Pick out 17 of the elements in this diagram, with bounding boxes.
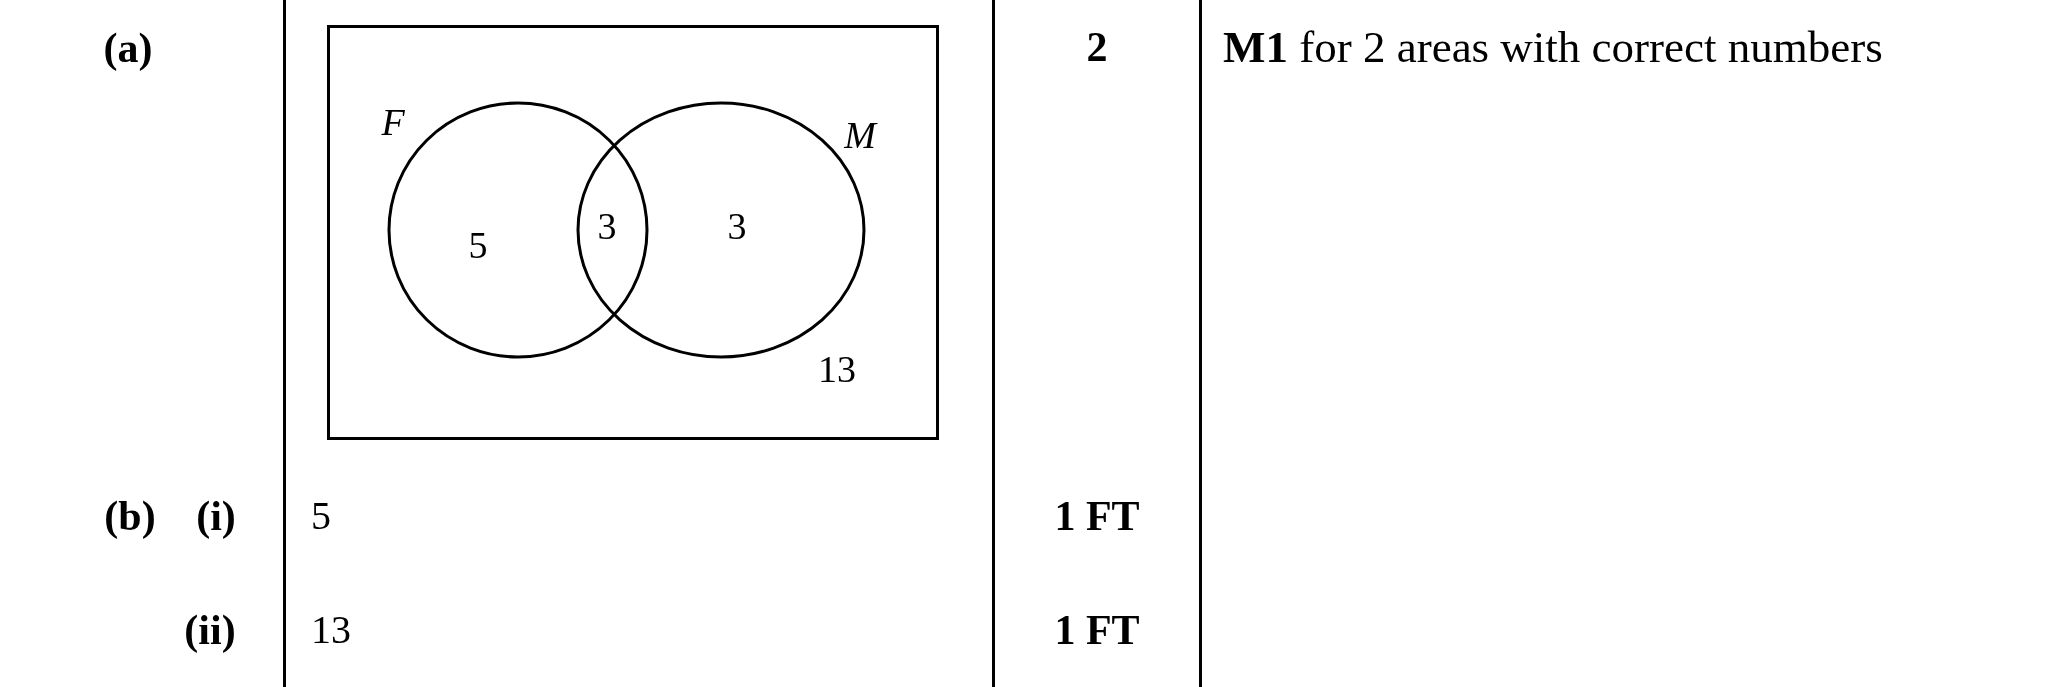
set-label: F xyxy=(381,103,405,141)
answer-value: 5 xyxy=(311,496,331,536)
mark-value: 2 xyxy=(1086,26,1108,68)
mark-value: 1 FT xyxy=(1054,609,1140,651)
region-count: 13 xyxy=(818,350,856,388)
part-label: (a) xyxy=(103,27,153,69)
region-count: 3 xyxy=(727,207,747,245)
mark-value: 1 FT xyxy=(1054,495,1140,537)
answer-value: 13 xyxy=(311,610,351,650)
region-count: 5 xyxy=(468,226,488,264)
universal-set-rectangle xyxy=(327,25,939,440)
part-label: (i) xyxy=(196,495,236,537)
part-label: (b) xyxy=(104,495,156,537)
set-label: M xyxy=(844,116,876,154)
part-label: (ii) xyxy=(184,609,236,651)
region-count: 3 xyxy=(597,207,617,245)
mark-note: M1 for 2 areas with correct numbers xyxy=(1223,24,1883,70)
